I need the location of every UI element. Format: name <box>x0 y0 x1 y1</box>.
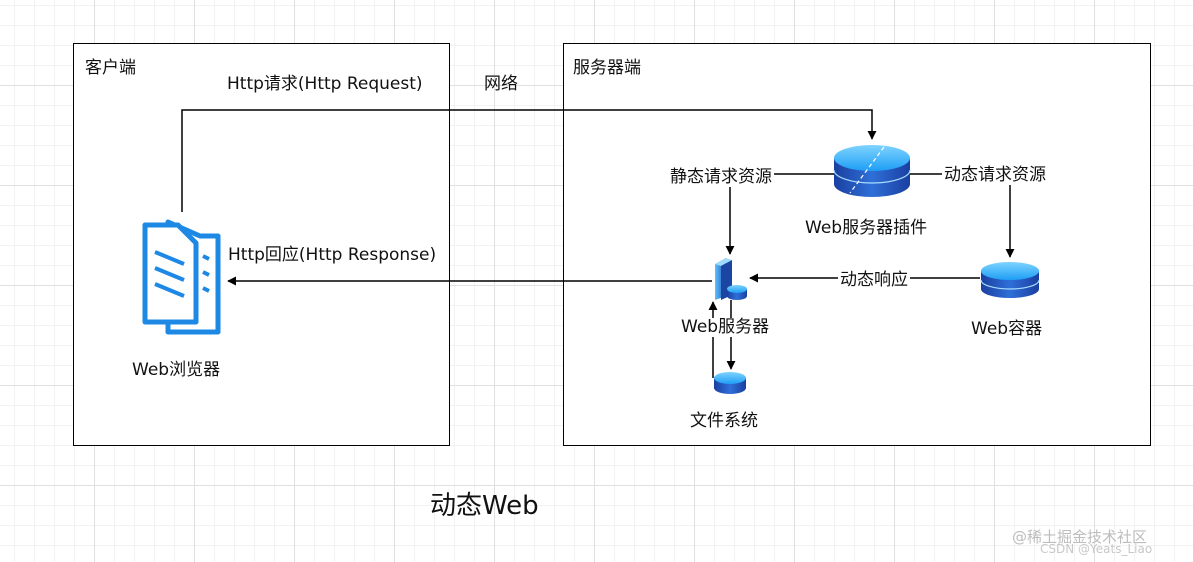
watermark-csdn: CSDN @Yeats_Liao <box>1040 542 1153 556</box>
filesystem-label: 文件系统 <box>690 411 758 431</box>
edge-label-dynamic-response: 动态响应 <box>838 270 910 290</box>
filesystem-database-icon <box>714 372 746 394</box>
web-server-label: Web服务器 <box>679 317 772 337</box>
edge-dynamic-request <box>910 173 1015 258</box>
edge-label-dynamic-request: 动态请求资源 <box>942 165 1048 185</box>
watermark-juejin: @稀土掘金技术社区 <box>1012 528 1148 546</box>
document-stack-icon <box>142 219 221 335</box>
edge-label-static-request: 静态请求资源 <box>668 167 774 187</box>
server-label: 服务器端 <box>573 58 641 78</box>
container-label: Web容器 <box>971 319 1043 339</box>
plugin-database-icon <box>833 145 911 197</box>
server-tower-icon <box>715 258 747 300</box>
diagram-title: 动态Web <box>430 491 539 521</box>
edge-label-http-request: Http请求(Http Request) <box>227 74 423 94</box>
browser-label: Web浏览器 <box>132 360 221 380</box>
client-label: 客户端 <box>85 58 136 78</box>
edge-label-http-response: Http回应(Http Response) <box>226 245 439 265</box>
plugin-label: Web服务器插件 <box>805 218 928 238</box>
edge-label-network: 网络 <box>484 74 518 94</box>
container-database-icon <box>980 262 1040 298</box>
edge-http-request <box>181 109 877 212</box>
